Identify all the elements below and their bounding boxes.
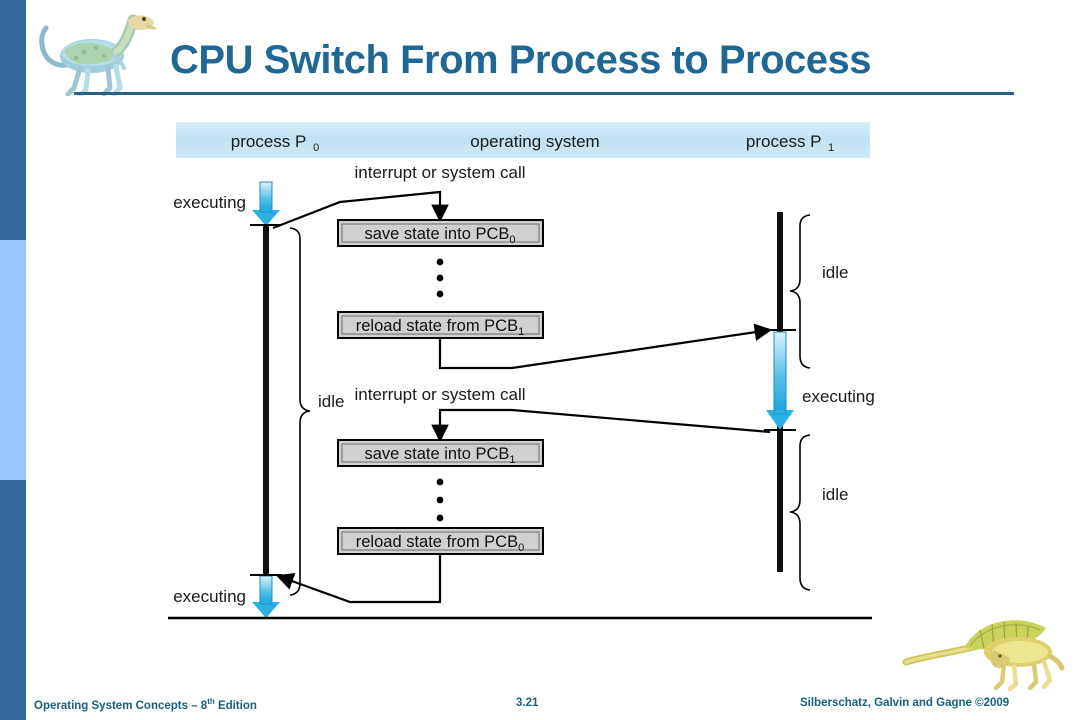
operating-system-header: operating system — [470, 132, 599, 151]
sidebar-segment-bottom — [0, 480, 26, 720]
dinosaur-icon — [34, 4, 164, 98]
p0-executing-arrow-top — [252, 181, 280, 226]
title-underline — [74, 92, 1014, 95]
p1-label-idle-bottom: idle — [822, 485, 848, 504]
p0-lifeline — [263, 225, 269, 575]
os-box-label-3: save state into PCB1 — [364, 445, 515, 466]
interrupt-label-2: interrupt or system call — [355, 385, 526, 404]
os-box-reload-pcb1 — [337, 311, 544, 339]
footer-edition: Operating System Concepts – 8th Edition — [34, 697, 257, 712]
ellipsis-dots-2 — [436, 478, 444, 522]
footer-edition-sup: th — [207, 697, 215, 706]
connector-os-to-p1 — [438, 323, 773, 370]
footer-copyright: Silberschatz, Galvin and Gagne ©2009 — [800, 697, 1010, 709]
os-box-label-4: reload state from PCB0 — [356, 533, 524, 554]
p0-label-executing-bottom: executing — [173, 587, 246, 606]
process-p0-header: process P 0 — [231, 132, 319, 154]
os-box-label-2: reload state from PCB1 — [356, 317, 524, 338]
p0-label-executing-top: executing — [173, 193, 246, 212]
p0-executing-arrow-bottom — [252, 575, 280, 618]
p1-executing-arrow — [766, 331, 794, 430]
p0-label-idle: idle — [318, 392, 344, 411]
dinosaur-icon — [900, 612, 1070, 692]
footer-edition-text: Operating System Concepts – 8 — [34, 699, 208, 712]
interrupt-label-1: interrupt or system call — [355, 163, 526, 182]
column-header-bar — [176, 122, 870, 158]
os-box-reload-pcb0 — [337, 527, 544, 555]
os-box-save-pcb0 — [337, 219, 544, 247]
p1-label-executing: executing — [802, 387, 875, 406]
p1-idle-bracket-bottom — [789, 434, 811, 591]
connector-p0-to-os-1 — [272, 190, 449, 230]
footer-edition-tail: Edition — [214, 699, 257, 712]
slide-number: 3.21 — [516, 697, 539, 709]
cpu-context-switch-diagram: process P 0 operating system process P 1… — [150, 110, 890, 630]
sidebar-segment-top — [0, 0, 26, 240]
p1-idle-bracket-top — [789, 214, 811, 369]
left-sidebar — [0, 0, 26, 720]
p0-idle-bracket — [289, 227, 311, 596]
process-p1-header: process P 1 — [746, 132, 834, 154]
os-box-save-pcb1 — [337, 439, 544, 467]
page-title: CPU Switch From Process to Process — [170, 38, 872, 82]
ellipsis-dots-1 — [436, 258, 444, 298]
sidebar-segment-middle — [0, 240, 26, 480]
connector-os-to-p0 — [275, 554, 442, 604]
os-box-label-1: save state into PCB0 — [364, 225, 515, 246]
p1-label-idle-top: idle — [822, 263, 848, 282]
connector-p1-to-os — [431, 408, 771, 443]
